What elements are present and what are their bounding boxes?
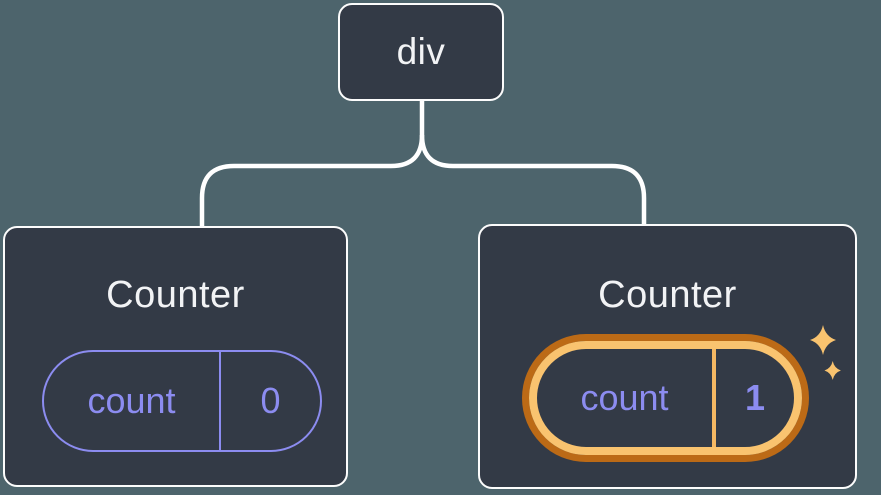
pill-divider (712, 349, 716, 447)
sparkles-icon (810, 325, 841, 380)
tree-node-div: div (338, 3, 504, 101)
state-pill: count 0 (42, 350, 322, 452)
counter-title: Counter (598, 274, 737, 316)
state-value-label: 1 (744, 377, 766, 418)
sparkle-small (824, 361, 841, 380)
connector-branch-left (199, 134, 425, 227)
state-name-label: count (580, 377, 669, 418)
state-name-label: count (87, 380, 176, 421)
state-value-label: 0 (260, 380, 281, 421)
sparkle-big (810, 325, 836, 355)
tree-node-counter-1: Counter count 0 (3, 226, 348, 487)
tree-node-counter-2: Counter count 1 (478, 224, 857, 489)
counter-title: Counter (106, 274, 245, 316)
state-pill-highlighted: count 1 (529, 341, 802, 455)
connector-branch-right (419, 134, 647, 225)
pill-divider (219, 352, 221, 450)
node-div-label: div (396, 31, 446, 72)
